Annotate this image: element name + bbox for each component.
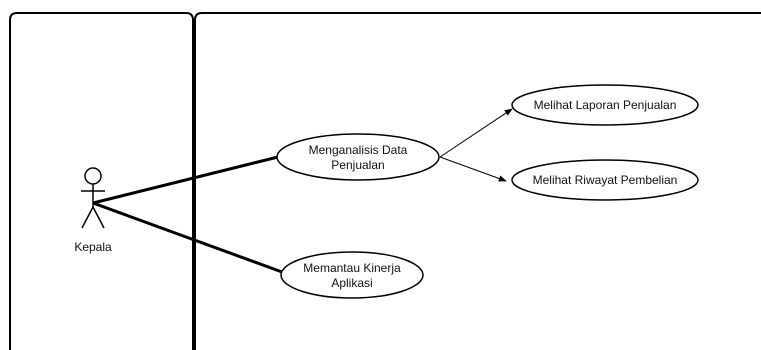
actor-left-leg (81, 206, 94, 229)
use-case-ellipse (511, 159, 699, 201)
use-case-label: Melihat Riwayat Pembelian (533, 173, 678, 187)
arrow-to-sales-report (439, 108, 513, 158)
use-case-analyze-sales[interactable]: Menganalisis Data Penjualan (276, 133, 440, 181)
actor-head (84, 167, 102, 185)
association-monitor (92, 201, 283, 274)
use-case-ellipse (276, 133, 440, 181)
actor-kepala[interactable]: Kepala (74, 167, 112, 254)
use-case-label-line-1: Menganalisis Data (309, 143, 408, 157)
actor-right-leg (92, 206, 105, 229)
use-case-ellipse (280, 251, 424, 299)
actor-lane (9, 12, 194, 350)
use-case-ellipse (511, 84, 699, 126)
use-case-label-line-1: Memantau Kinerja (303, 261, 401, 275)
use-case-label-line-2: Penjualan (331, 158, 384, 172)
use-case-purchase-history[interactable]: Melihat Riwayat Pembelian (511, 159, 699, 201)
arrow-to-purchase-history (439, 156, 507, 182)
association-analyze (92, 155, 279, 205)
use-case-label-line-2: Aplikasi (331, 276, 372, 290)
system-boundary (194, 12, 761, 350)
actor-label: Kepala (74, 240, 112, 254)
use-case-sales-report[interactable]: Melihat Laporan Penjualan (511, 84, 699, 126)
use-case-monitor-app[interactable]: Memantau Kinerja Aplikasi (280, 251, 424, 299)
use-case-label: Melihat Laporan Penjualan (534, 98, 677, 112)
